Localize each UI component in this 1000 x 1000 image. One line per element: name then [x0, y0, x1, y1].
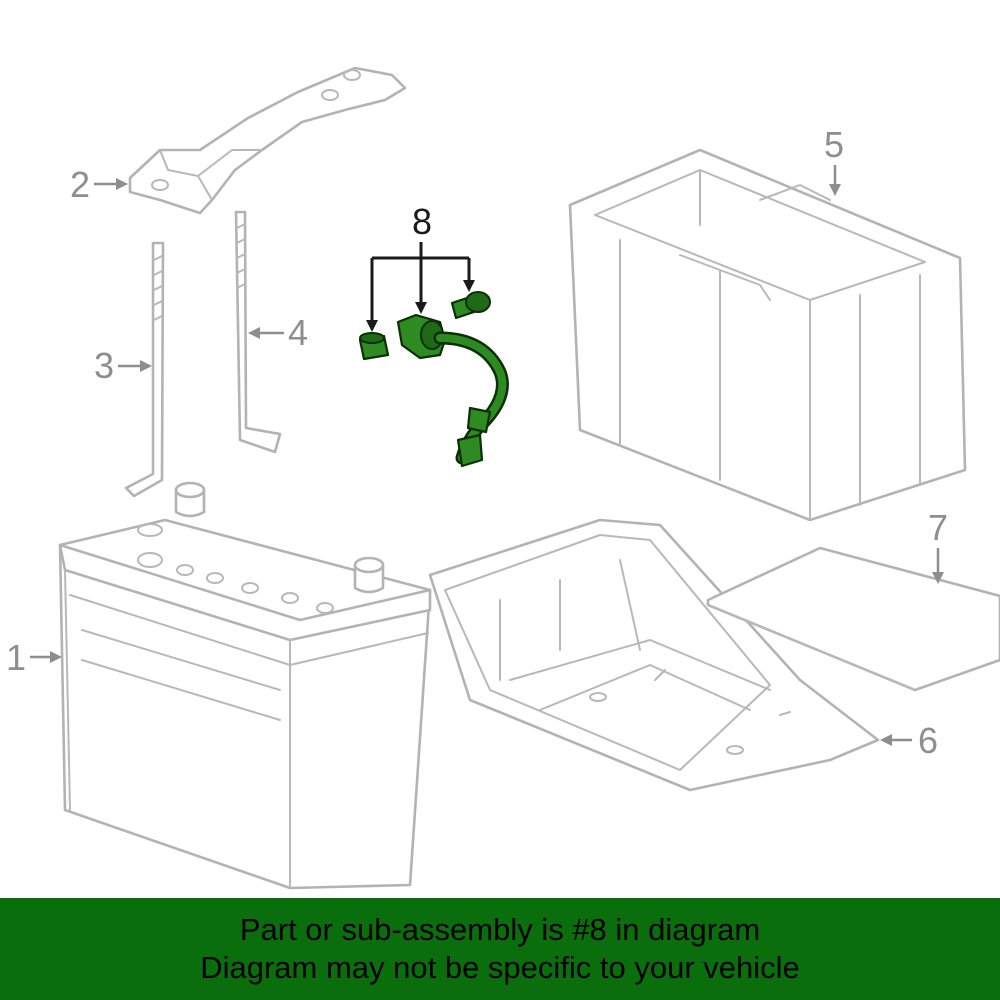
- info-banner: Part or sub-assembly is #8 in diagram Di…: [0, 898, 1000, 1000]
- svg-text:7: 7: [928, 507, 948, 548]
- battery-cable-assembly: [358, 291, 509, 468]
- battery-tray: [428, 518, 880, 792]
- banner-line-2: Diagram may not be specific to your vehi…: [200, 950, 800, 985]
- svg-text:3: 3: [94, 345, 114, 386]
- callout-8: 8: [366, 201, 475, 332]
- parts-diagram: 1 2 3 4 5 6 7 8: [6, 66, 1000, 890]
- callout-2: 2: [70, 164, 128, 205]
- svg-text:6: 6: [918, 720, 938, 761]
- battery: [58, 481, 432, 890]
- svg-text:5: 5: [824, 124, 844, 165]
- callout-7: 7: [928, 507, 948, 584]
- j-bolt-left: [124, 241, 165, 498]
- svg-text:2: 2: [70, 164, 90, 205]
- svg-text:4: 4: [288, 312, 308, 353]
- banner-line-1: Part or sub-assembly is #8 in diagram: [239, 912, 761, 947]
- callout-6: 6: [880, 720, 938, 761]
- battery-box: [568, 148, 967, 522]
- callout-4: 4: [248, 312, 308, 353]
- svg-text:8: 8: [412, 201, 432, 242]
- tray-pad: [706, 546, 1000, 692]
- callout-1: 1: [6, 637, 62, 678]
- j-bolt-right: [234, 210, 282, 454]
- svg-text:1: 1: [6, 637, 26, 678]
- callout-3: 3: [94, 345, 152, 386]
- callout-5: 5: [824, 124, 844, 196]
- hold-down-bracket: [128, 66, 407, 215]
